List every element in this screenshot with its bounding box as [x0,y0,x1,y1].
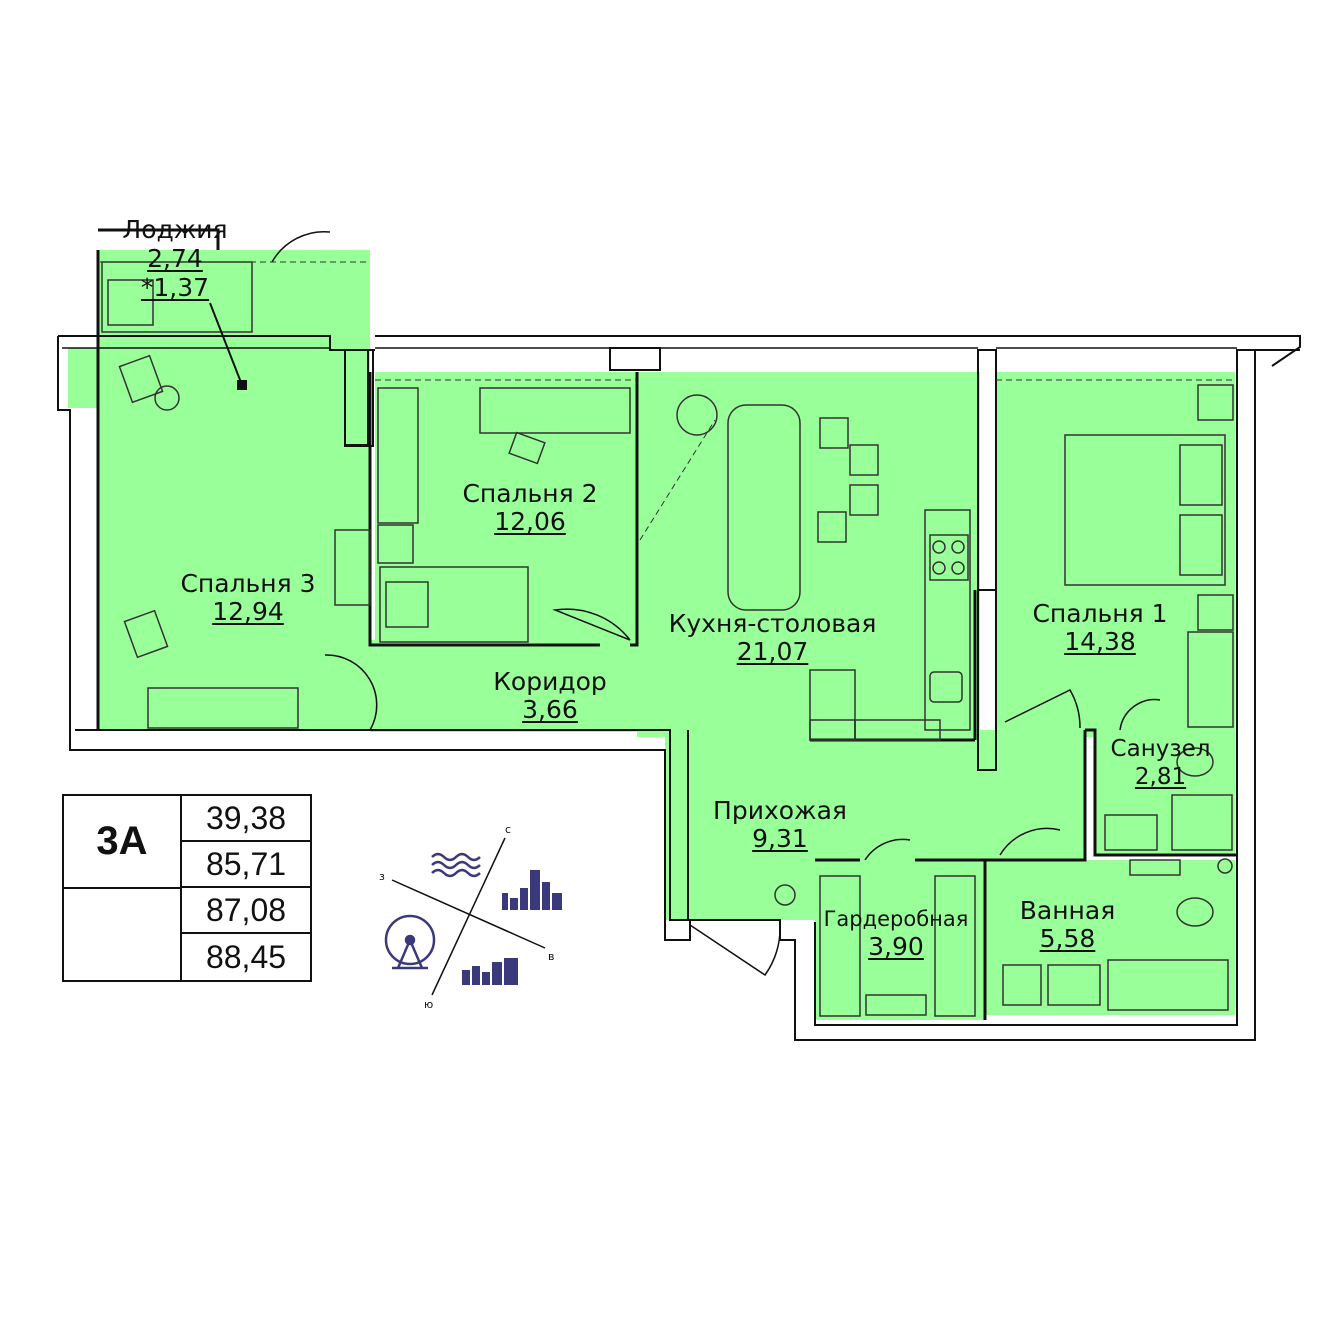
bathroom-name: Ванная [1019,896,1116,925]
compass [391,837,546,996]
apartment-info-table: 3А 39,38 85,71 87,08 88,45 [62,794,312,982]
wardrobe-label: Гардеробная 3,90 [816,905,976,962]
full-area-value: 88,45 [205,938,287,975]
bedroom2-label: Спальня 2 12,06 [450,480,610,536]
ferris-wheel-icon [384,914,436,970]
bedroom2-area: 12,06 [494,507,566,536]
kitchen-area: 21,07 [736,637,809,666]
kitchen-name: Кухня-столовая [668,609,877,638]
windows [62,347,1237,730]
wc-name: Санузел [1110,736,1211,762]
compass-north-label: с [505,823,512,836]
wc-area: 2,81 [1134,764,1187,790]
loggia-label: Лоджия 2,74 *1,37 [105,215,245,302]
total-area-value: 85,71 [182,842,310,888]
compass-west-label: з [379,870,385,883]
compass-south-label: ю [424,998,434,1011]
bedroom1-label: Спальня 1 14,38 [1020,600,1180,656]
apartment-type-code: 3А [64,796,182,889]
city-blocks-icon [462,958,518,985]
bathroom-label: Ванная 5,58 [1005,897,1130,953]
hall-area: 9,31 [752,824,808,853]
corridor-label: Коридор 3,66 [480,668,620,724]
kitchen-label: Кухня-столовая 21,07 [655,610,890,666]
loggia-name: Лоджия [122,215,228,244]
furniture [101,261,1234,1017]
corridor-name: Коридор [493,667,607,696]
loggia-pointer [209,302,247,390]
wardrobe-name: Гардеробная [823,907,969,931]
wc-label: Санузел 2,81 [1098,735,1223,791]
hall-label: Прихожая 9,31 [705,797,855,853]
bedroom1-area: 14,38 [1064,627,1136,656]
hall-name: Прихожая [713,796,847,825]
wardrobe-area: 3,90 [868,932,924,961]
living-area-value: 39,38 [182,796,310,842]
loggia-area: 2,74 [147,244,203,273]
bedroom3-name: Спальня 3 [180,569,316,598]
area-with-loggia-value: 87,08 [182,888,310,934]
skyscrapers-icon [502,870,562,910]
bedroom1-name: Спальня 1 [1032,599,1168,628]
info-blank-cell [64,889,182,980]
floor-area [68,250,1235,1020]
loggia-reduced-area: *1,37 [140,273,210,302]
bathroom-area: 5,58 [1039,924,1096,953]
doors [271,230,1161,977]
bedroom3-area: 12,94 [212,597,284,626]
bedroom2-name: Спальня 2 [462,479,598,508]
compass-east-label: в [548,950,555,963]
corridor-area: 3,66 [522,695,578,724]
water-waves-icon [431,852,481,878]
bedroom3-label: Спальня 3 12,94 [168,570,328,626]
